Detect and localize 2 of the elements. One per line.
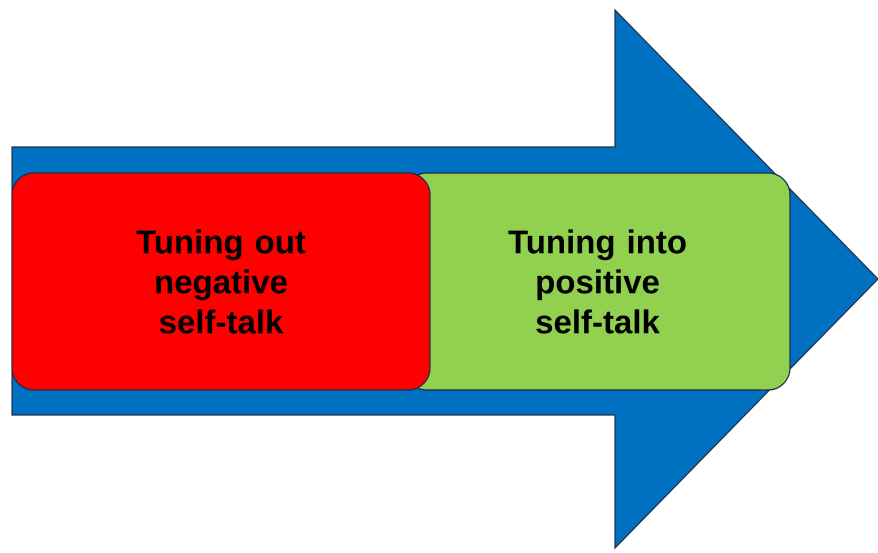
process-box: Tuning out negative self-talk [11, 172, 431, 391]
process-box: Tuning into positive self-talk [404, 172, 791, 391]
